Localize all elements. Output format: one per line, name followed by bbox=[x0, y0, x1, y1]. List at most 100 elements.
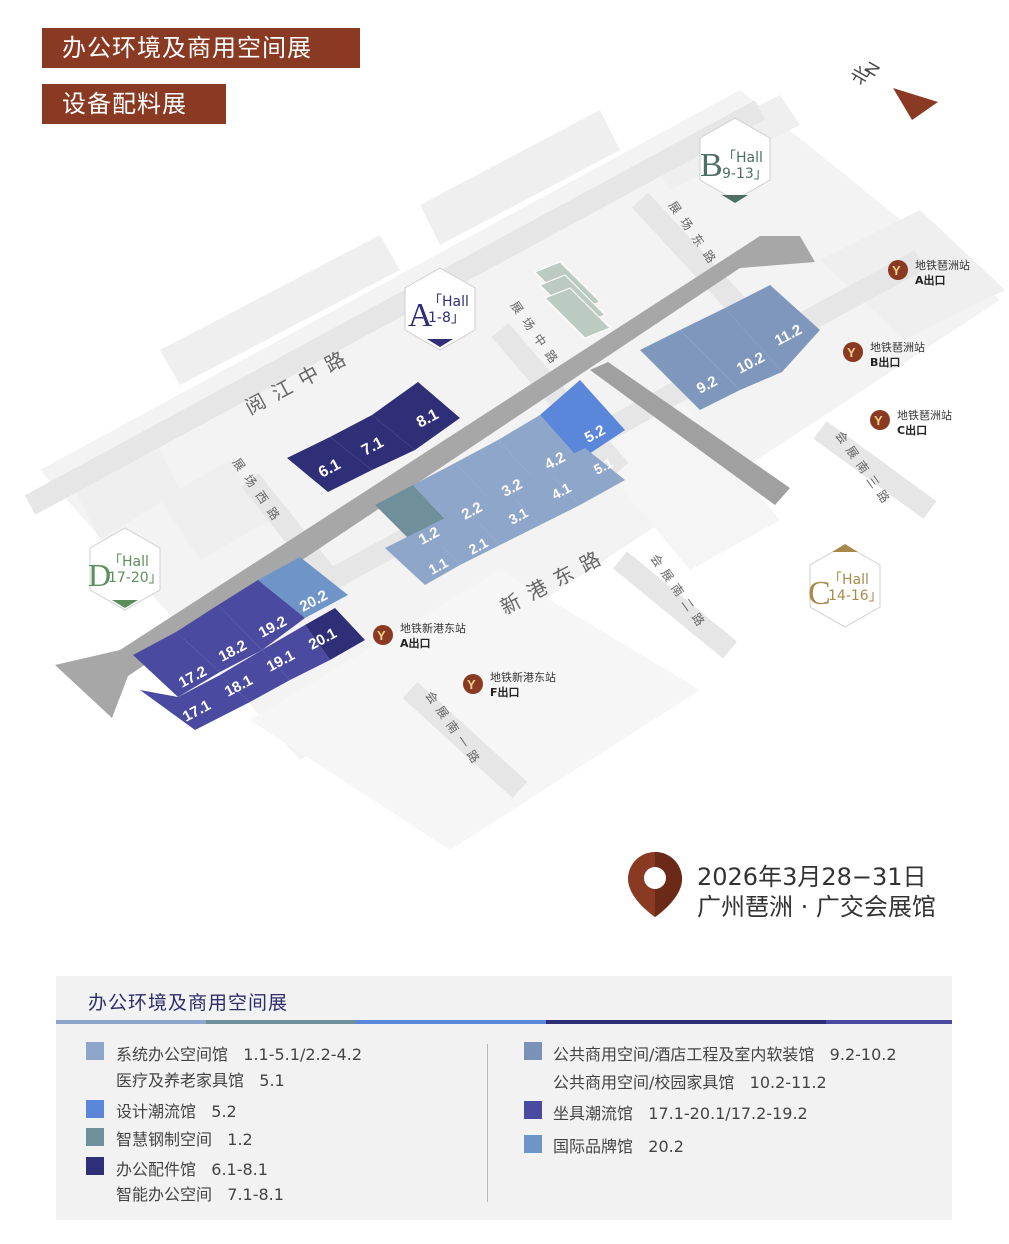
legend-swatch-accessory bbox=[86, 1157, 104, 1175]
legend-item-smart-office: 智能办公空间 7.1-8.1 bbox=[116, 1181, 284, 1205]
legend-item-design: 设计潮流馆 5.2 bbox=[116, 1098, 237, 1122]
legend-item-halls: 20.2 bbox=[648, 1137, 684, 1156]
legend-swatch-design bbox=[86, 1100, 104, 1118]
svg-text:Y: Y bbox=[892, 263, 901, 278]
hall-19-2 bbox=[218, 580, 305, 650]
legend-item-label: 智能办公空间 bbox=[116, 1185, 213, 1204]
exhibition-map: 9.2 10.2 11.2 6.1 7.1 8.1 1.2 2.2 3.2 4.… bbox=[24, 58, 1005, 917]
legend-item-intl: 国际品牌馆 20.2 bbox=[553, 1133, 684, 1157]
legend-item-halls: 1.2 bbox=[227, 1130, 253, 1149]
legend-item-medical: 医疗及养老家具馆 5.1 bbox=[116, 1067, 285, 1091]
metro-exit-label: A出口 bbox=[400, 636, 431, 650]
tag-equipment-exhibition: 设备配料展 bbox=[42, 84, 226, 124]
legend-item-label: 公共商用空间/酒店工程及室内软装馆 bbox=[553, 1045, 815, 1064]
hall-17-1 bbox=[140, 675, 250, 730]
legend-panel: 办公环境及商用空间展 系统办公空间馆 1.1-5.1/2.2-4.2 医疗及养老… bbox=[56, 976, 952, 1220]
legend-item-halls: 1.1-5.1/2.2-4.2 bbox=[243, 1045, 362, 1064]
legend-bar-segment bbox=[546, 1020, 826, 1024]
hall-c-letter: C bbox=[808, 575, 831, 612]
event-date: 2026年3月28−31日 bbox=[697, 863, 927, 891]
metro-station-label: 地铁新港东站 bbox=[400, 621, 466, 635]
legend-bar-segment bbox=[206, 1020, 356, 1024]
hall-d-line2: 17-20」 bbox=[108, 570, 163, 586]
svg-text:Y: Y bbox=[377, 628, 386, 643]
hall-5-1 bbox=[545, 448, 625, 505]
hall-4-1 bbox=[505, 468, 580, 525]
hall-b-line2: 9-13」 bbox=[722, 166, 768, 182]
legend-item-label: 公共商用空间/校园家具馆 bbox=[553, 1073, 735, 1092]
legend-item-seat: 坐具潮流馆 17.1-20.1/17.2-19.2 bbox=[553, 1100, 808, 1124]
hall-b-letter: B bbox=[700, 147, 723, 184]
hall-18-1 bbox=[220, 650, 290, 702]
hall-17-2 bbox=[133, 632, 220, 697]
metro-exit-label: F出口 bbox=[490, 685, 520, 699]
legend-title: 办公环境及商用空间展 bbox=[88, 992, 289, 1014]
legend-item-halls: 7.1-8.1 bbox=[227, 1185, 284, 1204]
legend-bar-segment bbox=[56, 1020, 206, 1024]
hall-3-1 bbox=[465, 488, 540, 545]
hall-b-blocks bbox=[534, 261, 611, 339]
legend-bar-segment bbox=[826, 1020, 952, 1024]
legend-item-system: 系统办公空间馆 1.1-5.1/2.2-4.2 bbox=[116, 1041, 362, 1065]
svg-text:Y: Y bbox=[847, 345, 856, 360]
hall-20-1 bbox=[305, 608, 365, 660]
hall-c-line1: 「Hall bbox=[828, 572, 869, 588]
hall-b-line1: 「Hall bbox=[722, 150, 763, 166]
legend-item-label: 智慧钢制空间 bbox=[116, 1130, 213, 1149]
metro-station-label: 地铁琶洲站 bbox=[897, 408, 952, 422]
hall-d-line1: 「Hall bbox=[108, 554, 149, 570]
hall-marker-b: B 「Hall 9-13」 bbox=[699, 117, 771, 203]
hall-marker-d: D 「Hall 17-20」 bbox=[88, 527, 163, 611]
metro-exit-label: A出口 bbox=[915, 273, 946, 287]
legend-item-label: 国际品牌馆 bbox=[553, 1137, 634, 1156]
legend-item-label: 办公配件馆 bbox=[116, 1160, 197, 1179]
legend-item-halls: 5.2 bbox=[211, 1102, 237, 1121]
halls-area-b: 9.2 10.2 11.2 bbox=[640, 285, 820, 410]
hall-d-letter: D bbox=[88, 557, 111, 593]
legend-divider bbox=[487, 1044, 488, 1202]
hall-19-1 bbox=[262, 625, 330, 680]
metro-xingangdong-a: Y 地铁新港东站 A出口 bbox=[373, 621, 466, 650]
hall-marker-c: C 「Hall 14-16」 bbox=[808, 544, 883, 628]
hall-marker-a: A 「Hall 1-8」 bbox=[404, 267, 476, 351]
legend-item-label: 医疗及养老家具馆 bbox=[116, 1071, 245, 1090]
event-venue: 广州琶洲 · 广交会展馆 bbox=[697, 893, 936, 921]
halls-area-d: 20.2 19.2 18.2 17.2 20.1 19.1 18.1 17.1 bbox=[133, 557, 365, 730]
legend-swatch-public bbox=[524, 1042, 542, 1060]
hall-9-2 bbox=[640, 330, 740, 410]
hall-8-1 bbox=[372, 382, 460, 450]
metro-exit-label: C出口 bbox=[897, 423, 927, 437]
hall-6-1 bbox=[287, 437, 372, 492]
metro-pazhou-b: Y 地铁琶洲站 B出口 bbox=[843, 340, 925, 369]
hall-a-line1: 「Hall bbox=[428, 294, 469, 310]
legend-item-halls: 10.2-11.2 bbox=[749, 1073, 827, 1092]
legend-bar-segment bbox=[356, 1020, 546, 1024]
legend-item-halls: 5.1 bbox=[259, 1071, 285, 1090]
hall-5-2 bbox=[540, 380, 625, 460]
hall-10-2 bbox=[680, 308, 782, 390]
legend-item-label: 坐具潮流馆 bbox=[553, 1104, 634, 1123]
north-arrow: 北 N bbox=[847, 58, 938, 120]
metro-xingangdong-f: Y 地铁新港东站 F出口 bbox=[463, 670, 556, 699]
legend-swatch-steel bbox=[86, 1128, 104, 1146]
legend-item-public-hotel: 公共商用空间/酒店工程及室内软装馆 9.2-10.2 bbox=[553, 1041, 897, 1065]
hall-a-line2: 1-8」 bbox=[428, 310, 465, 326]
legend-item-steel: 智慧钢制空间 1.2 bbox=[116, 1126, 253, 1150]
hall-a-letter: A bbox=[408, 297, 433, 334]
hall-2-1 bbox=[425, 508, 500, 565]
legend-swatch-seat bbox=[524, 1101, 542, 1119]
svg-text:Y: Y bbox=[874, 413, 883, 428]
location-pin-icon bbox=[628, 852, 682, 917]
svg-text:Y: Y bbox=[467, 677, 476, 692]
metro-pazhou-a: Y 地铁琶洲站 A出口 bbox=[888, 258, 970, 287]
hall-20-2 bbox=[258, 557, 348, 618]
metro-exit-label: B出口 bbox=[870, 355, 900, 369]
hall-11-2 bbox=[725, 285, 820, 372]
tag-office-exhibition: 办公环境及商用空间展 bbox=[42, 28, 360, 68]
metro-station-label: 地铁琶洲站 bbox=[915, 258, 970, 272]
hall-7-1 bbox=[330, 415, 415, 470]
metro-station-label: 地铁琶洲站 bbox=[870, 340, 925, 354]
legend-swatch-intl bbox=[524, 1135, 542, 1153]
halls-area-a-upper: 6.1 7.1 8.1 bbox=[287, 382, 460, 492]
legend-swatch-system bbox=[86, 1042, 104, 1060]
